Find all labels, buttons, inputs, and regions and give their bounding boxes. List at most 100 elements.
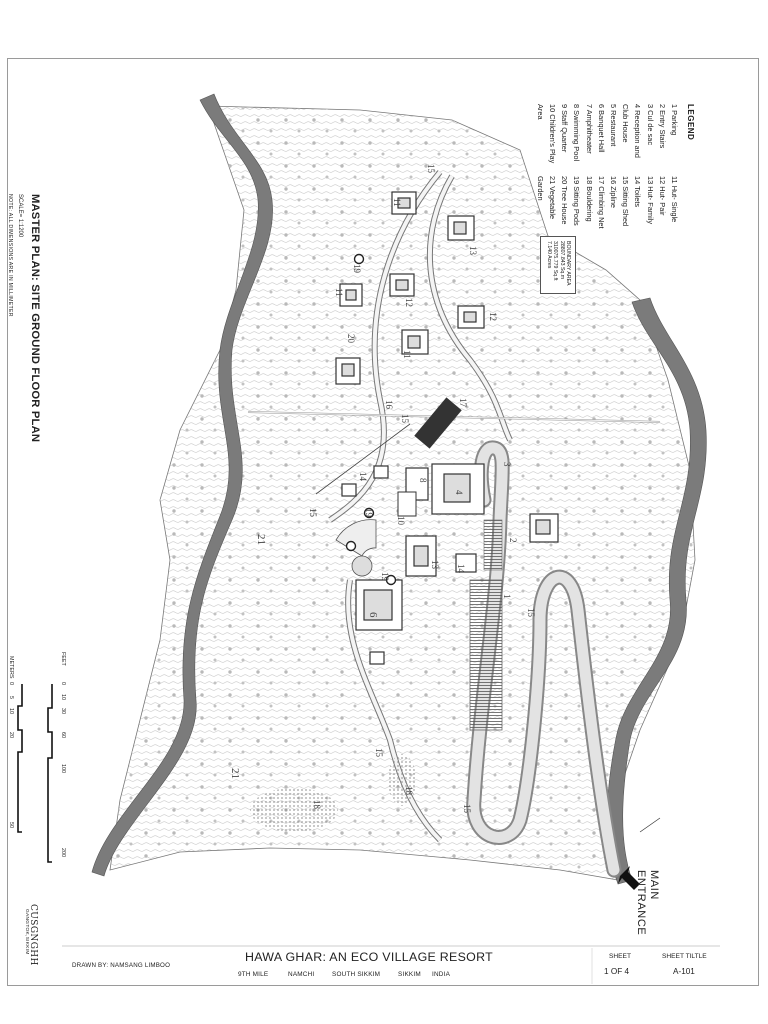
legend-item: 9 Staff Quarter (560, 104, 570, 153)
drawing-title: MASTER PLAN: SITE GROUND FLOOR PLAN (29, 194, 41, 443)
legend-item: 6 Banquet Hall (596, 104, 606, 153)
firm-logo: CUSGNGHH (28, 904, 38, 966)
scale-tick: 30 (60, 708, 66, 714)
scale-meters-label: METERS (8, 656, 14, 679)
legend-item: 15 Sitting Shed (621, 176, 631, 227)
main-entrance-label: MAIN ENTRANCE (635, 870, 661, 936)
svg-text:12: 12 (488, 312, 498, 321)
legend-item: 5 Restaurant (609, 104, 619, 147)
scale-tick: 0 (8, 682, 14, 685)
svg-text:13: 13 (468, 246, 478, 256)
svg-text:18: 18 (312, 800, 322, 810)
svg-text:17: 17 (458, 398, 468, 408)
legend-item: 2 Entry Stairs (657, 104, 667, 149)
vegetable-garden (250, 788, 338, 832)
amphitheater (335, 519, 377, 557)
svg-text:15: 15 (462, 804, 472, 814)
scale-tick: 60 (60, 732, 66, 738)
drawing-frame (7, 58, 759, 986)
svg-text:21: 21 (255, 534, 267, 545)
main-entrance-line: MAIN (648, 870, 660, 900)
legend-item: 14 Toilets (633, 176, 643, 208)
svg-text:6: 6 (367, 612, 379, 618)
scale-tick: 10 (8, 708, 14, 714)
svg-text:15: 15 (400, 414, 410, 424)
river-left (91, 93, 273, 877)
drawn-by: DRAWN BY: NAMSANG LIMBOO (72, 962, 171, 969)
svg-text:15: 15 (374, 748, 384, 758)
legend-title: LEGEND (686, 104, 695, 141)
legend-item: Club House (621, 104, 631, 143)
svg-text:11: 11 (402, 350, 412, 359)
project-title: HAWA GHAR: AN ECO VILLAGE RESORT (244, 950, 494, 964)
location-part: NAMCHI (288, 971, 315, 978)
legend-item: 8 Swimming Pool (572, 104, 582, 162)
drawing-scale: SCALE= 1:1200 (17, 194, 23, 238)
svg-text:21: 21 (229, 768, 241, 779)
svg-text:19: 19 (364, 508, 374, 518)
svg-text:19: 19 (352, 264, 362, 274)
legend-item: 13 Hut- Family (645, 176, 655, 225)
scale-tick: 50 (8, 822, 14, 828)
svg-text:11: 11 (334, 288, 344, 297)
scale-tick: 0 (60, 682, 66, 685)
svg-text:4: 4 (454, 490, 464, 495)
svg-text:3: 3 (502, 462, 512, 467)
buildings (335, 191, 559, 665)
svg-text:8: 8 (418, 478, 428, 483)
boundary-area-box: BOUNDARY AREA 28807.843 Sq.m 310075.779 … (540, 236, 576, 294)
main-entrance-line: ENTRANCE (635, 870, 648, 936)
svg-text:15: 15 (308, 508, 318, 518)
legend: LEGEND 1 Parking 11 Hut- Single 2 Entry … (534, 104, 695, 256)
parking-area (469, 579, 503, 731)
scale-bar (17, 684, 53, 863)
sheet-title-value: A-101 (673, 967, 695, 976)
firm-city: GANGTOK,SIKKIM (24, 909, 29, 955)
legend-item: 7 Amphitheater (584, 104, 594, 154)
svg-text:2: 2 (508, 538, 518, 543)
sheet-label: SHEET (609, 953, 631, 960)
svg-text:11: 11 (392, 198, 402, 207)
legend-item: 12 Hut- Pair (657, 176, 667, 216)
project-location: 9TH MILE NAMCHI SOUTH SIKKIM SIKKIM INDIA (238, 971, 450, 978)
svg-text:14: 14 (358, 472, 368, 482)
drawing-title-block: MASTER PLAN: SITE GROUND FLOOR PLAN SCAL… (7, 194, 41, 442)
boundary-line: 310075.779 Sq.ft (552, 241, 559, 281)
svg-text:20: 20 (346, 334, 356, 344)
svg-text:10: 10 (396, 516, 406, 526)
scale-tick: 20 (8, 732, 14, 738)
svg-text:14: 14 (456, 564, 466, 574)
location-part: SIKKIM (398, 971, 421, 978)
entry-stairs (483, 519, 503, 571)
svg-text:12: 12 (404, 298, 414, 307)
svg-text:13: 13 (430, 560, 440, 570)
location-part: 9TH MILE (238, 971, 269, 978)
svg-text:1: 1 (502, 594, 512, 599)
scale-tick: 200 (60, 848, 66, 857)
legend-item: 4 Reception and (633, 104, 643, 158)
legend-item: 10 Children's Play (548, 104, 558, 164)
climbing-net (414, 397, 462, 449)
legend-item: 16 Zipline (609, 176, 619, 209)
scale-feet-label: FEET (60, 652, 66, 666)
svg-text:18: 18 (404, 786, 414, 796)
boundary-line: 7.140 Acres (545, 241, 552, 269)
location-part: SOUTH SIKKIM (332, 971, 381, 978)
boundary-line: 28807.843 Sq.m (558, 241, 565, 280)
svg-text:15: 15 (426, 164, 436, 174)
scale-tick: 10 (60, 694, 66, 700)
swimming-pool (397, 491, 417, 517)
svg-text:16: 16 (384, 400, 394, 410)
boundary-line: BOUNDARY AREA (565, 241, 571, 286)
legend-item: Area (535, 104, 545, 120)
legend-item: 3 Cul de sac (645, 104, 655, 146)
scale-tick: 100 (60, 764, 66, 773)
svg-text:19: 19 (380, 572, 390, 582)
zipline (315, 423, 411, 495)
location-part: INDIA (432, 971, 451, 978)
legend-item: 17 Climbing Net (596, 176, 606, 229)
sheet-title-label: SHEET TILTLE (662, 953, 707, 960)
drawing-note: NOTE: ALL DIMENSIONS ARE IN MILLIMETER (7, 194, 13, 317)
